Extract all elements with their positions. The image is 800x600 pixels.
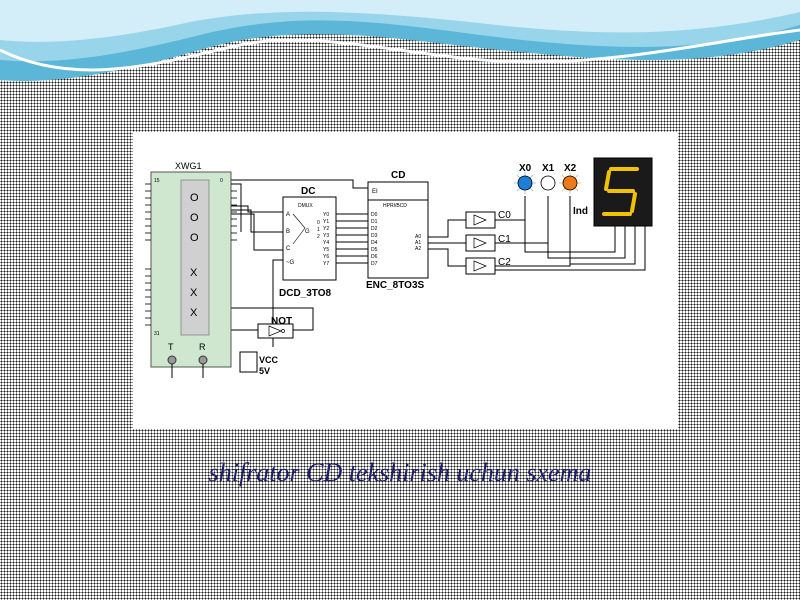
decoder-output: Y7 [323,261,329,267]
generator-value: O [190,192,199,204]
encoder-input: D1 [371,219,378,225]
display-label: Ind [573,206,588,217]
decoder-output: Y3 [323,233,329,239]
probe-label: X2 [564,163,577,174]
encoder-ei: EI [372,189,378,195]
generator-display [180,179,210,336]
decoder-title: DC [301,186,315,197]
encoder-output: A0 [415,234,421,240]
trigger-label: T [168,342,174,352]
buffer-label: C0 [498,210,511,221]
pin-label: 31 [154,331,160,337]
encoder-output: A2 [415,246,421,252]
trigger-terminal[interactable] [167,355,177,365]
encoder-output: A1 [415,240,421,246]
decoder-output: Y4 [323,240,329,246]
decoder-name: DCD_3TO8 [279,288,331,299]
encoder-input: D6 [371,254,378,260]
generator-value: O [190,232,199,244]
decoder-input: B [286,229,290,235]
display-digit-segments [602,167,639,216]
decoder-output: Y1 [323,219,329,225]
buffer-c1[interactable] [465,234,496,252]
probe-x2[interactable] [562,175,578,191]
decoder-output: Y0 [323,212,329,218]
decoder-output: Y6 [323,254,329,260]
generator-value: X [190,307,198,319]
probe-label: X0 [519,163,532,174]
encoder-input: D3 [371,233,378,239]
buffer-label: C2 [498,257,511,268]
encoder-name: ENC_8TO3S [366,280,425,291]
generator-value: X [190,287,198,299]
generator-value: O [190,212,199,224]
decoder-num: 0 [317,220,320,226]
vcc-source[interactable] [239,351,258,373]
generator-label: XWG1 [175,161,202,171]
probe-label: X1 [542,163,555,174]
decoder-num: 2 [317,234,320,240]
decoder-tag: DMUX [298,203,313,209]
buffer-c0[interactable] [465,211,496,229]
pin-label: 0 [220,178,223,184]
decoder-input: C [286,246,291,252]
not-gate[interactable] [257,323,294,339]
decoder-output: Y2 [323,226,329,232]
generator-value: X [190,267,198,279]
decoder-input: A [286,212,290,218]
decoder-num: 1 [317,227,320,233]
buffer-label: C1 [498,234,511,245]
decorative-wave-header [0,0,800,81]
encoder-title: CD [391,170,405,181]
encoder-chip[interactable] [367,199,429,279]
encoder-input: D5 [371,247,378,253]
pin-label: 15 [154,178,160,184]
ready-label: R [199,342,206,352]
vcc-value: 5V [259,366,270,376]
encoder-input: D4 [371,240,378,246]
diagram-caption: shifrator CD tekshirish uchun sxema [208,458,592,487]
probe-x1[interactable] [540,175,556,191]
circuit-schematic: XWG1 15 0 31 O O O X X X T R DC DMUX A B… [145,157,653,378]
not-gate-label: NOT [271,316,292,327]
decoder-chip[interactable] [282,196,337,281]
decoder-output: Y5 [323,247,329,253]
encoder-tag: HPRI/BCD [383,203,407,209]
decoder-g: G [305,229,310,235]
ready-terminal[interactable] [198,355,208,365]
vcc-label: VCC [259,355,279,365]
schematic-panel: XWG1 15 0 31 O O O X X X T R DC DMUX A B… [133,132,678,429]
encoder-input: D7 [371,261,378,267]
probe-x0[interactable] [517,175,533,191]
encoder-input: D2 [371,226,378,232]
decoder-input: ~G [286,260,295,266]
buffer-c2[interactable] [465,257,496,275]
encoder-input: D0 [371,212,378,218]
